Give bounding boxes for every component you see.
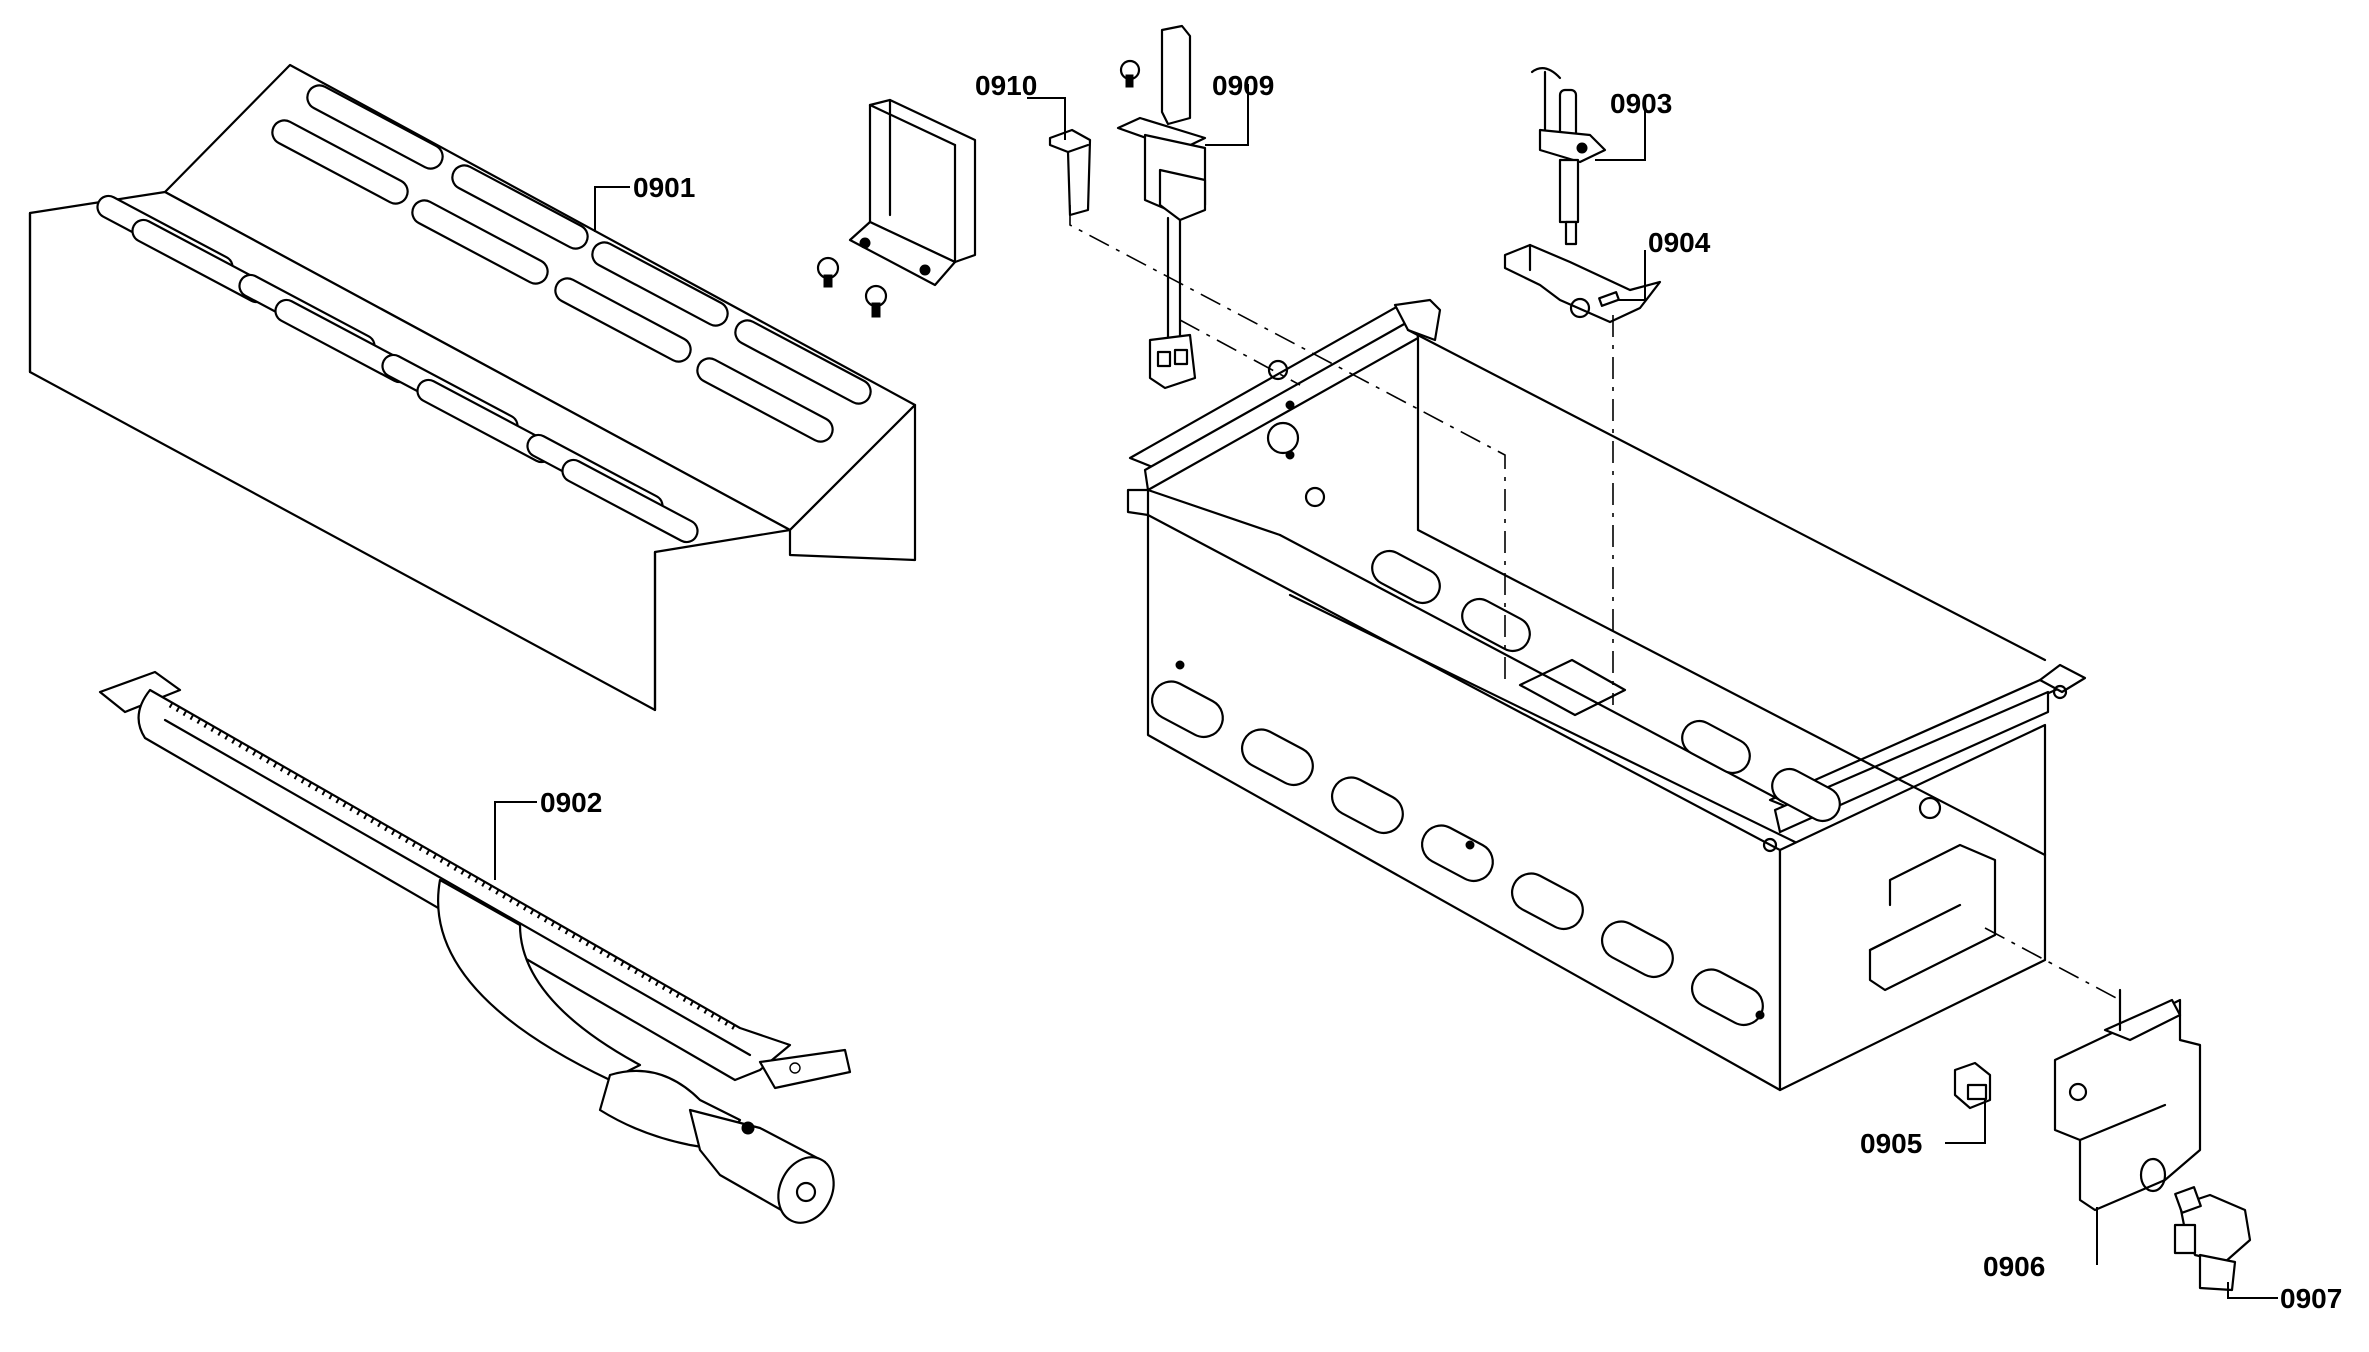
heat-shield-part [28, 63, 917, 712]
label-0904[interactable]: 0904 [1648, 227, 1711, 258]
part-labels: 0901 0902 0903 0904 0905 0906 0907 0909 … [540, 70, 2342, 1314]
thermocouple-bracket-part [1503, 243, 1662, 324]
label-0901[interactable]: 0901 [633, 172, 695, 203]
label-0906[interactable]: 0906 [1983, 1251, 2045, 1282]
gas-valve-part [2173, 1186, 2252, 1292]
leader-lines [494, 84, 2278, 1299]
assembly-center-lines [1069, 205, 2121, 1001]
igniter-part [1116, 24, 1207, 390]
label-0910[interactable]: 0910 [975, 70, 1037, 101]
orifice-part [1953, 1061, 1992, 1110]
burner-tube-part [98, 670, 852, 1224]
label-0905[interactable]: 0905 [1860, 1128, 1922, 1159]
valve-bracket-part [2053, 988, 2202, 1212]
label-0903[interactable]: 0903 [1610, 88, 1672, 119]
label-0907[interactable]: 0907 [2280, 1283, 2342, 1314]
thermocouple-part [1530, 67, 1607, 246]
firebox-part [1126, 298, 2087, 1092]
ignitor-module-part [816, 98, 977, 318]
label-0902[interactable]: 0902 [540, 787, 602, 818]
igniter-clip-part [1048, 128, 1092, 217]
label-0909[interactable]: 0909 [1212, 70, 1274, 101]
